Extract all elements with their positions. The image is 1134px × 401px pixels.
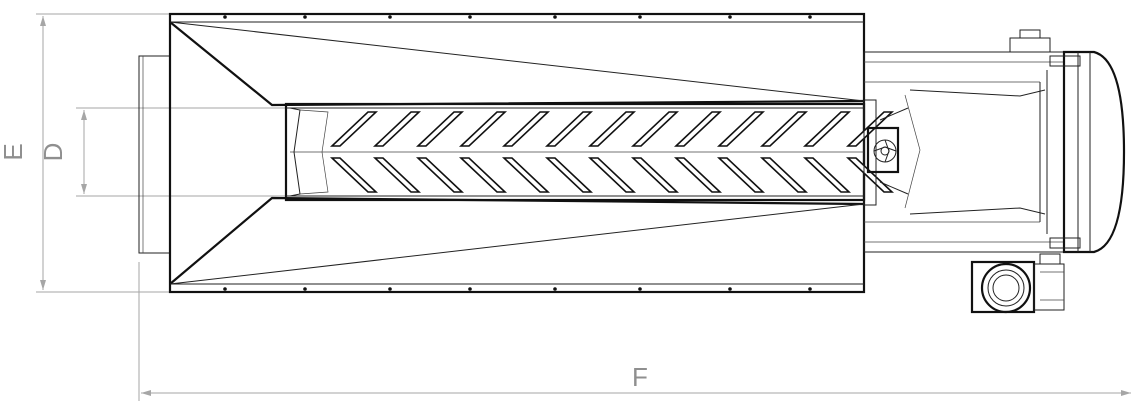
chevron-fin-lower [501, 157, 551, 193]
chevron-fin-lower [673, 157, 723, 193]
heat-exchanger [284, 102, 895, 202]
dimension-d: D [38, 107, 290, 197]
housing [138, 12, 866, 294]
dimension-d-label: D [38, 143, 68, 162]
chevron-fin-upper [673, 111, 723, 147]
chevron-fin-upper [544, 111, 594, 147]
chevron-fin-upper [587, 111, 637, 147]
rivets [223, 15, 812, 291]
rivet [728, 15, 732, 19]
chevron-fin-lower [759, 157, 809, 193]
chevron-fin-lower [372, 157, 422, 193]
rivet [638, 287, 642, 291]
rivet [388, 287, 392, 291]
rivet [388, 15, 392, 19]
chevron-fin-upper [802, 111, 852, 147]
dimension-f-label: F [632, 362, 648, 392]
rivet [223, 287, 227, 291]
dimension-f: F [138, 262, 1131, 401]
chevron-fin-upper [372, 111, 422, 147]
chevron-fin-upper [716, 111, 766, 147]
rivet [468, 15, 472, 19]
rivet [223, 15, 227, 19]
rivet [638, 15, 642, 19]
rivet [553, 15, 557, 19]
chevron-fin-upper [759, 111, 809, 147]
rivet [553, 287, 557, 291]
fan-section [863, 29, 1126, 314]
chevron-fin-lower [716, 157, 766, 193]
chevron-fin-lower [587, 157, 637, 193]
rivet [468, 287, 472, 291]
chevron-fin-upper [501, 111, 551, 147]
chevron-fin-upper [415, 111, 465, 147]
chevron-fin-lower [845, 157, 895, 193]
rivet [728, 287, 732, 291]
chevron-fin-upper [630, 111, 680, 147]
chevron-fin-lower [415, 157, 465, 193]
chevron-fin-lower [458, 157, 508, 193]
chevron-fin-lower [802, 157, 852, 193]
rivet [303, 287, 307, 291]
chevron-fin-upper [458, 111, 508, 147]
chevron-fins [329, 111, 895, 193]
chevron-fin-lower [329, 157, 379, 193]
chevron-fin-lower [544, 157, 594, 193]
chevron-fin-upper [329, 111, 379, 147]
rivet [303, 15, 307, 19]
rivet [808, 15, 812, 19]
dimension-e: E [0, 13, 170, 293]
rivet [808, 287, 812, 291]
chevron-fin-lower [630, 157, 680, 193]
dimension-e-label: E [0, 143, 28, 160]
